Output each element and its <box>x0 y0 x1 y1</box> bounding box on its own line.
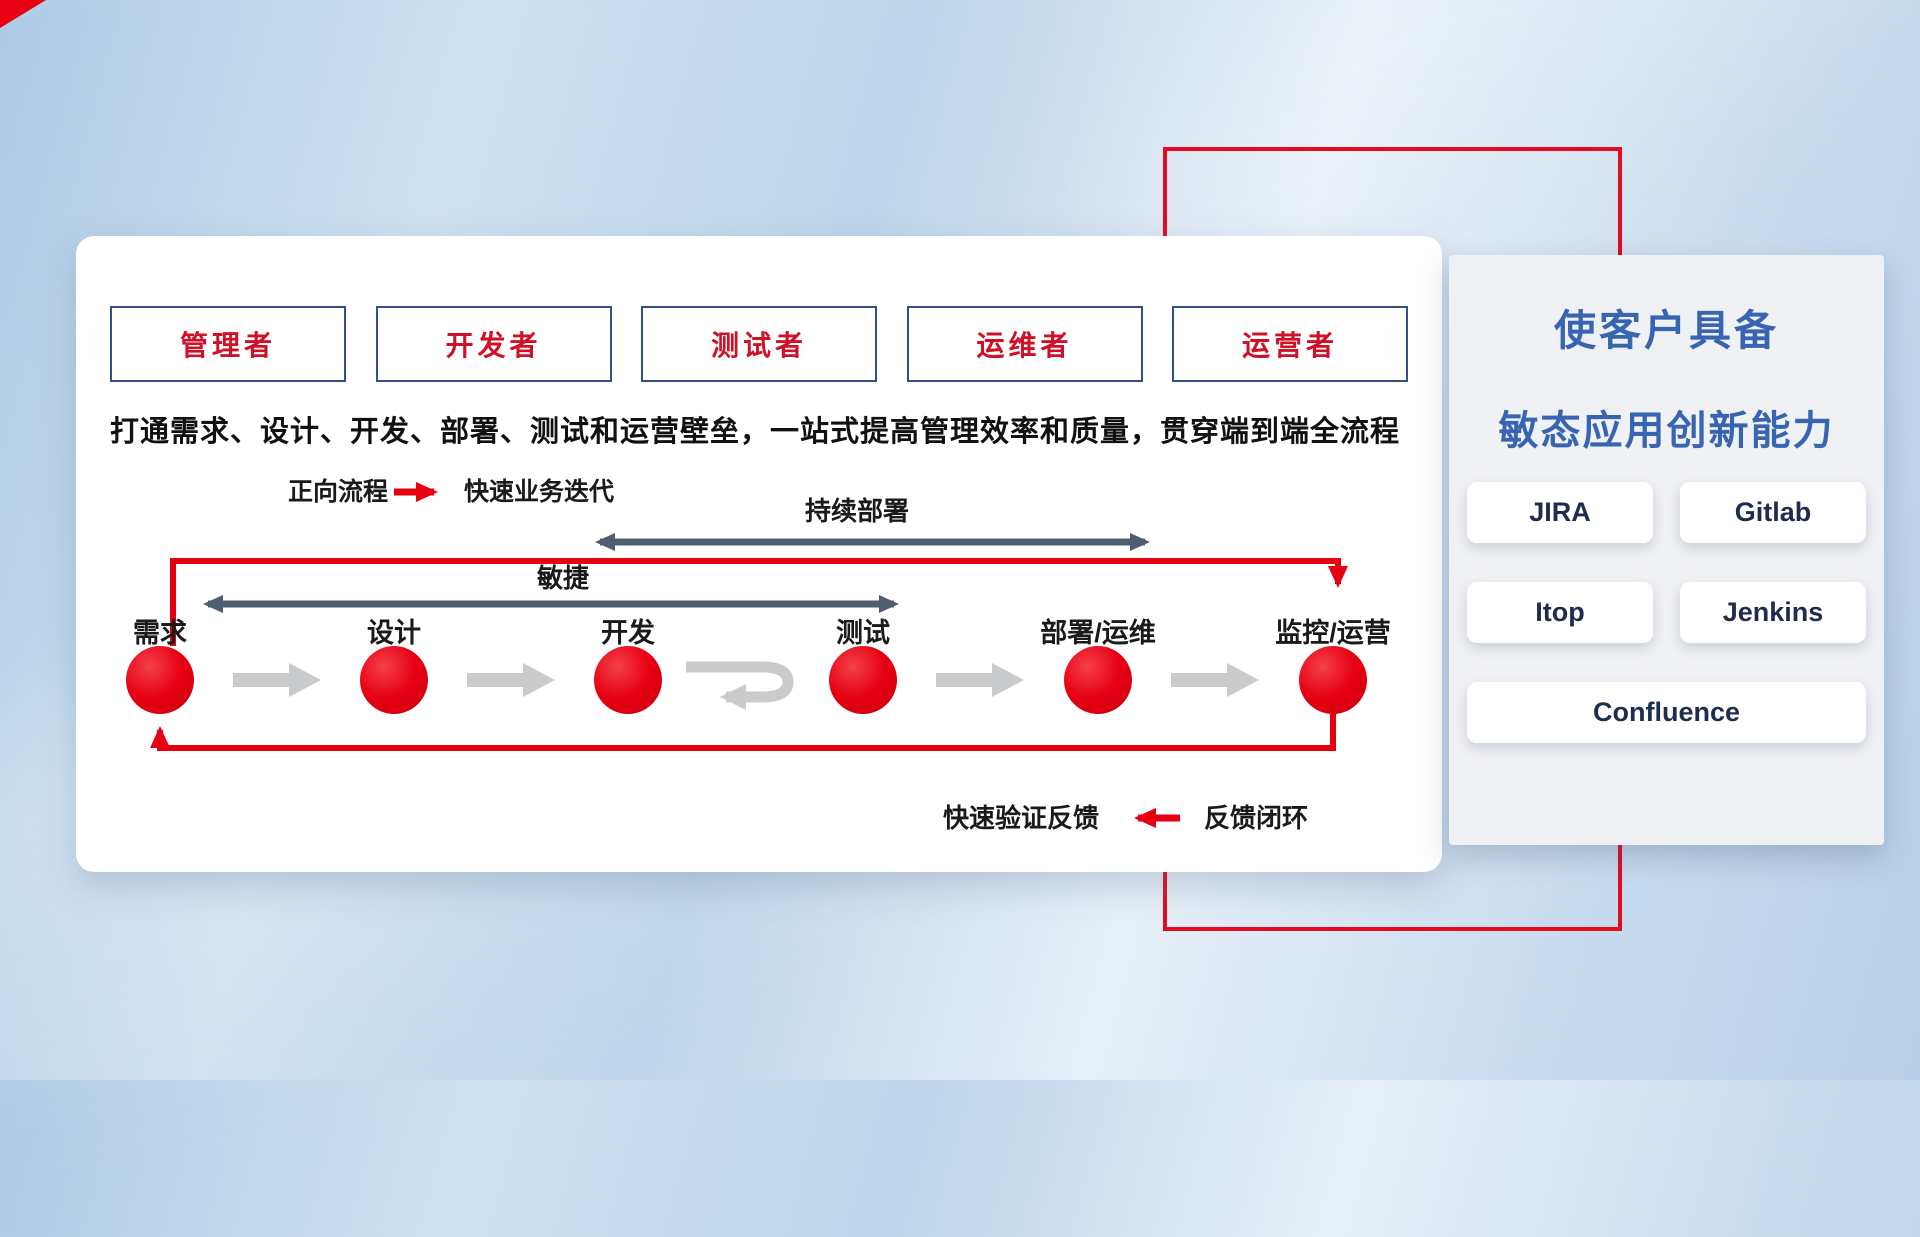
role-box-manager: 管理者 <box>110 306 346 382</box>
role-label: 管理者 <box>179 330 276 361</box>
stage-label-deploy-ops: 部署/运维 <box>1040 617 1156 648</box>
stage-node-design <box>360 646 428 714</box>
stage-node-deploy-ops <box>1064 646 1132 714</box>
stage-node-testing <box>829 646 897 714</box>
role-box-business-ops: 运营者 <box>1172 306 1408 382</box>
tool-button-jenkins: Jenkins <box>1680 582 1866 643</box>
iteration-loop-arrow-icon <box>686 661 794 710</box>
tool-button-jira: JIRA <box>1467 482 1653 543</box>
feedback-legend-label: 快速验证反馈 <box>943 803 1099 833</box>
roles-row: 管理者 开发者 测试者 运维者 运营者 <box>110 306 1408 382</box>
role-box-tester: 测试者 <box>641 306 877 382</box>
role-box-operations: 运维者 <box>906 306 1143 382</box>
role-box-developer: 开发者 <box>375 306 612 382</box>
panel-title: 使客户具备 敏态应用创新能力 <box>1449 255 1884 456</box>
agile-label: 敏捷 <box>536 563 589 593</box>
panel-title-line2: 敏态应用创新能力 <box>1498 409 1835 453</box>
feedback-loop-line <box>150 714 1336 751</box>
stage-node-requirements <box>126 646 194 714</box>
stage-node-development <box>594 646 662 714</box>
stage-label-development: 开发 <box>601 617 655 648</box>
tool-button-confluence: Confluence <box>1467 682 1866 743</box>
continuous-deploy-label: 持续部署 <box>805 496 909 526</box>
role-label: 测试者 <box>710 330 807 361</box>
step-arrow-icon <box>467 663 555 697</box>
role-label: 运维者 <box>976 330 1073 361</box>
step-arrow-icon <box>233 663 321 697</box>
devops-flow-card: 管理者 开发者 测试者 运维者 运营者 打通需求、设计、开发、部署、测试和运营壁… <box>76 236 1442 872</box>
description-text: 打通需求、设计、开发、部署、测试和运营壁垒，一站式提高管理效率和质量，贯穿端到端… <box>110 416 1401 448</box>
role-label: 运营者 <box>1241 330 1338 361</box>
corner-accent-shape <box>0 0 46 28</box>
feedback-legend-value: 反馈闭环 <box>1204 803 1308 833</box>
forward-legend-label: 正向流程 <box>288 477 388 506</box>
tool-button-gitlab: Gitlab <box>1680 482 1866 543</box>
forward-loop-line <box>170 558 1348 646</box>
stage-label-monitor-ops: 监控/运营 <box>1275 618 1391 648</box>
forward-legend-value: 快速业务迭代 <box>464 478 614 506</box>
tool-button-itop: Itop <box>1467 582 1653 643</box>
stage-label-design: 设计 <box>367 618 421 648</box>
role-label: 开发者 <box>445 330 542 361</box>
stage-label-requirements: 需求 <box>133 618 187 648</box>
panel-title-line1: 使客户具备 <box>1553 307 1779 354</box>
capability-panel: 使客户具备 敏态应用创新能力 JIRA Gitlab Itop Jenkins … <box>1449 255 1884 845</box>
step-arrow-icon <box>936 663 1024 697</box>
flow-diagram: 正向流程 快速业务迭代 持续部署 敏捷 <box>126 477 1391 833</box>
step-arrow-icon <box>1171 663 1259 697</box>
stage-node-monitor-ops <box>1299 646 1367 714</box>
stage-label-testing: 测试 <box>836 618 890 648</box>
tool-grid: JIRA Gitlab Itop Jenkins Confluence <box>1467 482 1866 743</box>
